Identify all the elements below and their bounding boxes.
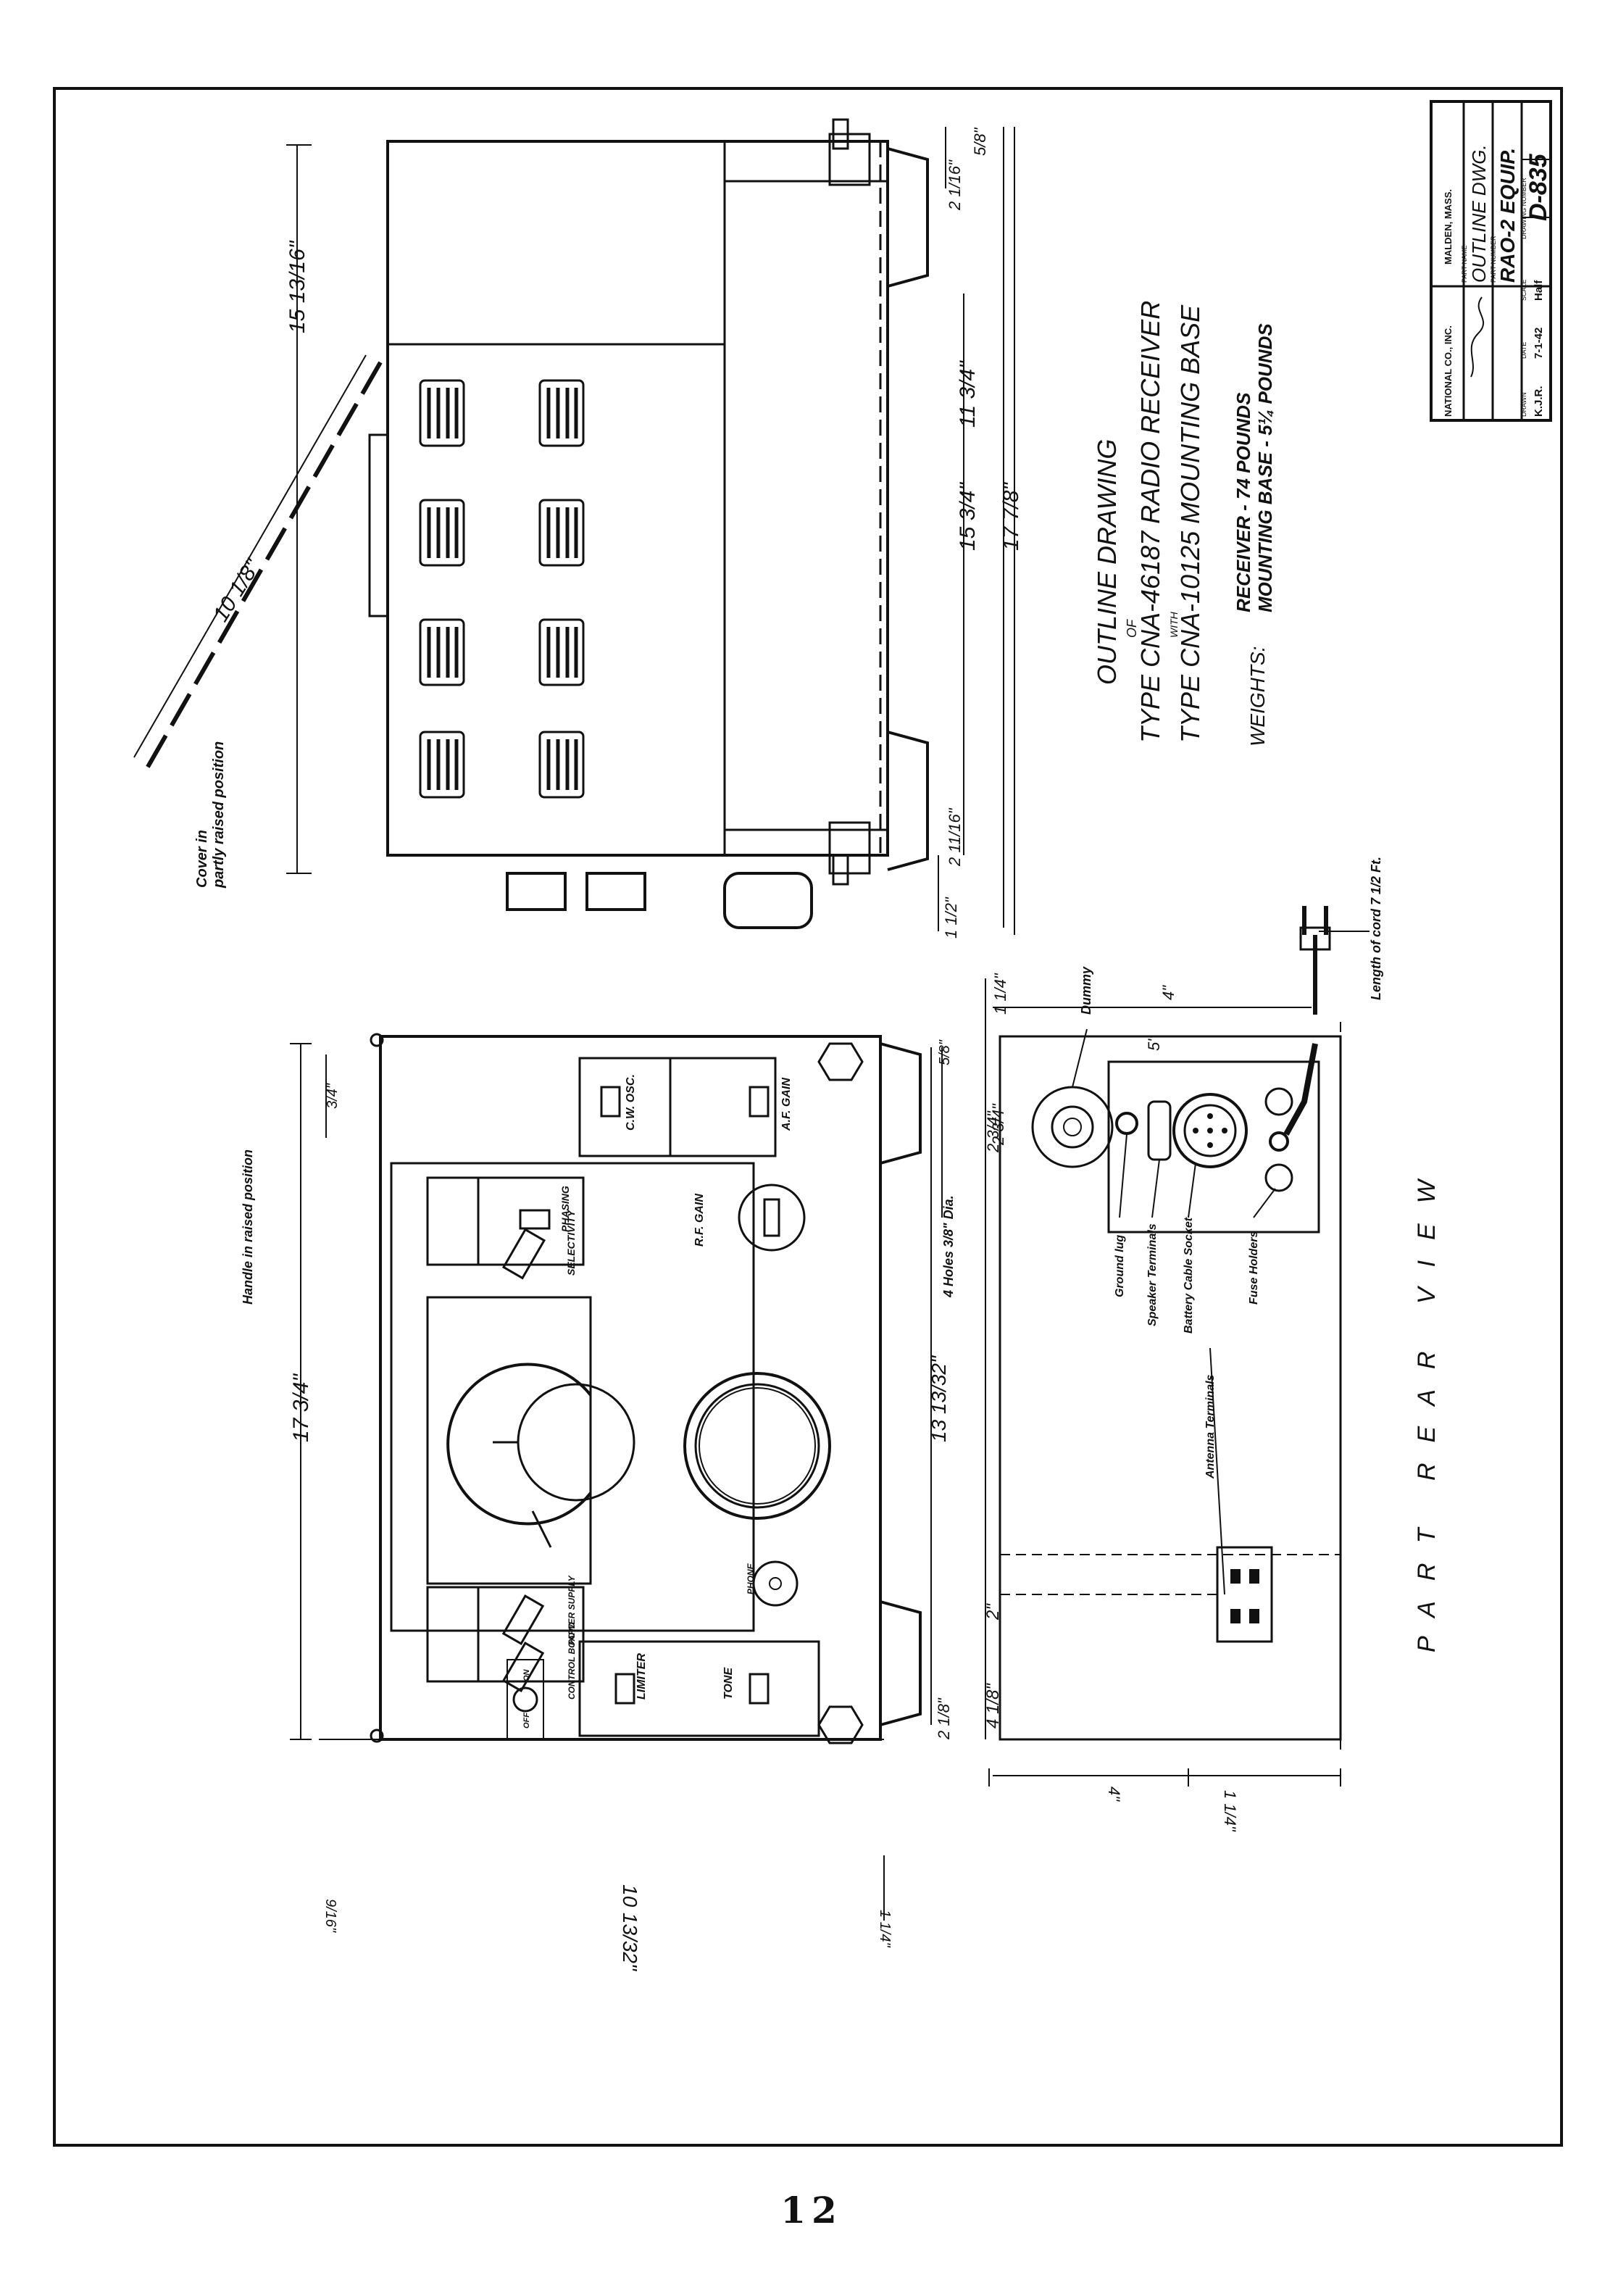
- drawn-by: K.J.R.: [1533, 386, 1545, 417]
- cover-note-1: Cover in: [194, 830, 210, 888]
- label-fuse-holders: Fuse Holders: [1248, 1231, 1260, 1305]
- control-phone: PHONE: [746, 1563, 756, 1594]
- rear-dim-bottom-left: 4": [1105, 1787, 1123, 1802]
- rear-view-dimension-lines: [985, 978, 1341, 1787]
- side-dim-overall: 17 7/8": [999, 482, 1023, 551]
- rear-terminal-plate: [1107, 1060, 1320, 1234]
- control-phasing: PHASING: [559, 1186, 571, 1232]
- label-ground-lug: Ground lug: [1114, 1235, 1126, 1297]
- company-location: MALDEN, MASS.: [1443, 189, 1454, 265]
- title-line-3: TYPE CNA-10125 MOUNTING BASE: [1175, 304, 1205, 743]
- front-view-cabinet: [379, 1035, 882, 1741]
- rear-view-caption: PART REAR VIEW: [1413, 1160, 1441, 1652]
- title-block: NATIONAL CO., INC. MALDEN, MASS. PART NA…: [1430, 100, 1552, 422]
- drawing-number-label: DRAWING NUMBER: [1520, 178, 1527, 239]
- fuse-holder-1: [1264, 1087, 1293, 1116]
- side-dim-base: 11 3/4": [956, 360, 980, 428]
- title-line-2: TYPE CNA-46187 RADIO RECEIVER: [1135, 301, 1165, 743]
- label-speaker-terminals: Speaker Terminals: [1146, 1223, 1159, 1326]
- drawing-number: D-835: [1525, 153, 1552, 221]
- drawing-border: [53, 87, 1563, 2147]
- side-dim-knob: 1 1/2": [942, 897, 960, 939]
- power-switch: [512, 1686, 538, 1713]
- rear-dim-cord: 4": [1159, 985, 1177, 1000]
- holes-note: 4 Holes 3/8" Dia.: [941, 1195, 956, 1298]
- title-of: OF: [1125, 619, 1139, 638]
- speaker-terminals: [1147, 1100, 1172, 1161]
- control-limiter: LIMITER: [635, 1653, 648, 1700]
- drawn-label: DRAWN: [1520, 392, 1527, 417]
- front-dim-holes-spacing: 2 3/4": [989, 1103, 1007, 1146]
- title-with: WITH: [1168, 611, 1180, 638]
- rear-view: Dummy Ground lug Speaker Terminals Batte…: [983, 857, 1441, 1832]
- part-number-label: PART NUMBER: [1490, 236, 1497, 283]
- drawing-title: OUTLINE DWG.: [1468, 144, 1490, 283]
- control-power-supply: POWER SUPPLY: [567, 1575, 577, 1645]
- label-battery-cable-socket: Battery Cable Socket: [1183, 1217, 1195, 1334]
- tuning-knob: [683, 1372, 831, 1520]
- rear-dim-antenna: 2": [983, 1603, 1003, 1621]
- weight-base: MOUNTING BASE - 5¼ POUNDS: [1254, 323, 1276, 612]
- fuse-holder-2: [1264, 1163, 1293, 1192]
- side-dim-width: 15 13/16": [285, 240, 309, 333]
- front-dim-rear-foot: 2 1/8": [935, 1697, 953, 1740]
- page-number: 12: [780, 2189, 843, 2231]
- front-dim-feet: 13 13/32": [927, 1355, 950, 1442]
- label-antenna-terminals: Antenna Terminals: [1204, 1374, 1217, 1479]
- side-dim-depth: 15 3/4": [956, 482, 980, 551]
- rear-dim-edge: 4 1/8": [983, 1683, 1003, 1729]
- drawing-scale: Half: [1533, 280, 1545, 301]
- front-view-dimension-lines: [290, 1043, 943, 1921]
- front-dim-foot: 5/8": [937, 1039, 953, 1065]
- scale-label: SCALE: [1520, 279, 1527, 301]
- main-title: OUTLINE DRAWING OF TYPE CNA-46187 RADIO …: [1092, 301, 1276, 746]
- date-label: DATE: [1520, 342, 1527, 359]
- part-name-label: PART NAME: [1461, 245, 1468, 283]
- title-line-1: OUTLINE DRAWING: [1092, 439, 1122, 685]
- control-cw-osc: C.W. OSC.: [625, 1074, 637, 1131]
- ground-lug: [1115, 1112, 1138, 1135]
- side-view-dimension-lines: [286, 127, 1015, 935]
- front-dim-height: 10 13/32": [619, 1884, 641, 1971]
- label-cord-length: Length of cord 7 1/2 Ft.: [1369, 857, 1383, 1000]
- battery-cable-socket: [1172, 1093, 1248, 1168]
- control-rf-gain: R.F. GAIN: [693, 1194, 706, 1247]
- dummy-socket: [1031, 1086, 1114, 1168]
- control-af-gain: A.F. GAIN: [780, 1078, 793, 1131]
- control-board: CONTROL BOARD: [567, 1622, 577, 1700]
- cover-note-2: partly raised position: [211, 741, 227, 889]
- switch-off: OFF: [522, 1713, 531, 1729]
- rear-dim-bottom-right: 1 1/4": [1221, 1790, 1239, 1832]
- side-dim-rear-foot: 2 11/16": [946, 807, 964, 867]
- front-dim-base: 1 1/4": [877, 1910, 893, 1947]
- rear-dim-plate: 2 3/4": [984, 1110, 1002, 1153]
- front-dim-knob: 9/16": [322, 1899, 338, 1933]
- weight-receiver: RECEIVER - 74 POUNDS: [1233, 392, 1254, 612]
- label-dummy: Dummy: [1079, 966, 1093, 1015]
- front-view: PHASING SELECTIVITY POWER SUPPLY CONTROL…: [241, 1033, 1007, 1971]
- weights-label: WEIGHTS:: [1246, 646, 1269, 746]
- antenna-terminals: [1216, 1546, 1273, 1643]
- equipment-model: RAO-2 EQUIP.: [1496, 148, 1519, 283]
- side-dim-front-foot: 2 1/16": [946, 159, 964, 211]
- switch-on: ON: [522, 1668, 531, 1681]
- rear-dim-socket: 5": [1145, 1036, 1163, 1051]
- rf-gain-knob: [738, 1184, 806, 1252]
- control-tone: TONE: [722, 1667, 735, 1700]
- rear-dim-top: 1 1/4": [991, 973, 1009, 1015]
- front-dim-width: 17 3/4": [289, 1373, 313, 1442]
- side-view: 15 13/16" 11 3/4" 15 3/4" 17 7/8" 10 1/8…: [133, 118, 1023, 939]
- control-selectivity: SELECTIVITY: [565, 1209, 577, 1276]
- side-dim-top: 5/8": [971, 127, 989, 156]
- company-name: NATIONAL CO., INC.: [1443, 325, 1454, 417]
- side-view-louvers: [419, 379, 585, 799]
- front-dim-handle: 3/4": [325, 1083, 341, 1109]
- handle-note: Handle in raised position: [241, 1149, 255, 1305]
- drawing-date: 7-1-42: [1533, 328, 1545, 359]
- phone-jack: [752, 1560, 799, 1607]
- rear-view-base: [999, 1035, 1342, 1741]
